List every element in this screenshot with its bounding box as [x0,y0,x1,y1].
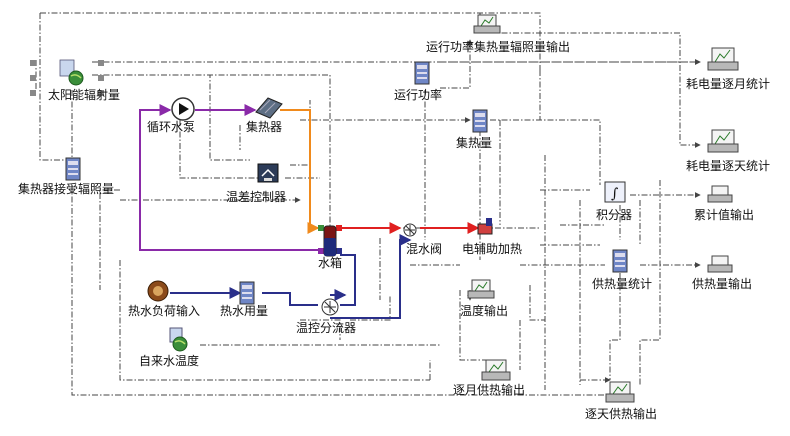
port-handle[interactable] [318,248,324,254]
tap-water-temp-label: 自来水温度 [139,353,199,368]
temp-controller-label: 温差控制器 [226,190,286,204]
collector-label: 集热器 [246,119,282,134]
tank-label: 水箱 [318,255,342,270]
load-icon [147,280,169,302]
aux-heater-label: 电辅助加热 [462,242,522,256]
solar-collector-icon [255,97,283,119]
collector-radiation-label: 集热器接受辐照量 [18,181,114,196]
calculator-icon [65,157,81,181]
port-handle[interactable] [30,90,36,96]
hot-water-load-node[interactable] [147,280,169,302]
daily-power-stats-label: 耗电量逐天统计 [686,159,770,173]
daily-heat-output-node[interactable] [605,381,635,403]
plotter-icon [707,47,739,71]
calculator-icon [612,249,628,273]
signal-links [35,12,701,396]
heat-output-node[interactable] [707,255,733,273]
collector-radiation-node[interactable] [65,157,81,181]
cumulative-output-node[interactable] [707,185,733,203]
port-handle[interactable] [30,60,36,66]
tap-water-temp-node[interactable] [169,327,188,352]
port-handle[interactable] [98,90,104,96]
calculator-icon [239,281,255,305]
hot-water-usage-node[interactable] [239,281,255,305]
temp-output-label: 温度输出 [460,303,508,318]
integrator-icon: ∫ [604,181,626,203]
pump-label: 循环水泵 [147,120,195,134]
power-heat-rad-output-label: 运行功率集热量辐照量输出 [426,39,570,54]
calculator-icon [472,109,488,133]
port-handle[interactable] [98,75,104,81]
solar-radiation-node[interactable] [30,59,104,96]
hot-water-load-label: 热水负荷输入 [128,303,200,318]
heat-amount-label: 集热量 [456,135,492,150]
pump-node[interactable] [171,97,195,121]
temp-output-node[interactable] [467,279,495,299]
heat-output-label: 供热量输出 [692,276,752,291]
monthly-heat-output-node[interactable] [481,359,511,381]
calculator-icon [414,61,430,85]
monthly-power-stats-label: 耗电量逐月统计 [686,77,770,91]
svg-text:∫: ∫ [611,186,618,202]
weather-globe-icon [169,327,188,352]
port-handle[interactable] [336,248,342,254]
tank-node[interactable] [318,225,342,257]
valve-icon [403,223,417,237]
printer-icon [467,279,495,299]
heater-icon [477,218,493,235]
port-handle[interactable] [30,75,36,81]
port-handle[interactable] [98,60,104,66]
power-heat-rad-output-node[interactable] [473,14,501,34]
collector-node[interactable] [255,97,283,119]
integrator-label: 积分器 [596,208,632,222]
plotter-icon [605,381,635,403]
diverter-label: 温控分流器 [296,321,356,335]
weather-globe-icon [59,59,84,86]
port-handle[interactable] [336,225,342,231]
node-labels: 太阳能辐射量 循环水泵 集热器 温差控制器 集热器接受辐照量 水箱 混水阀 电辅… [18,39,770,421]
printer-icon [473,14,501,34]
mixing-valve-node[interactable] [403,223,417,237]
diverter-node[interactable] [321,298,339,316]
run-power-node[interactable] [414,61,430,85]
aux-heater-node[interactable] [477,218,493,235]
valve-icon [321,298,339,316]
tank-icon [323,225,337,257]
hot-water-usage-label: 热水用量 [220,304,268,318]
plotter-icon [481,359,511,381]
monthly-heat-output-label: 逐月供热输出 [453,382,525,397]
plotter-icon [707,129,739,153]
temp-controller-node[interactable] [257,163,279,183]
daily-heat-output-label: 逐天供热输出 [585,406,657,421]
heat-amount-node[interactable] [472,109,488,133]
solar-label: 太阳能辐射量 [48,87,120,102]
mixing-valve-label: 混水阀 [406,242,442,256]
heat-stats-node[interactable] [612,249,628,273]
controller-icon [257,163,279,183]
daily-power-stats-node[interactable] [707,129,739,153]
port-handle[interactable] [318,225,324,231]
printer-icon [707,255,733,273]
pump-icon [171,97,195,121]
heat-stats-label: 供热量统计 [592,277,652,291]
fluid-links [139,104,480,319]
printer-icon [707,185,733,203]
run-power-label: 运行功率 [394,87,442,102]
integrator-node[interactable]: ∫ [604,181,626,203]
monthly-power-stats-node[interactable] [707,47,739,71]
cumulative-output-label: 累计值输出 [694,207,754,222]
